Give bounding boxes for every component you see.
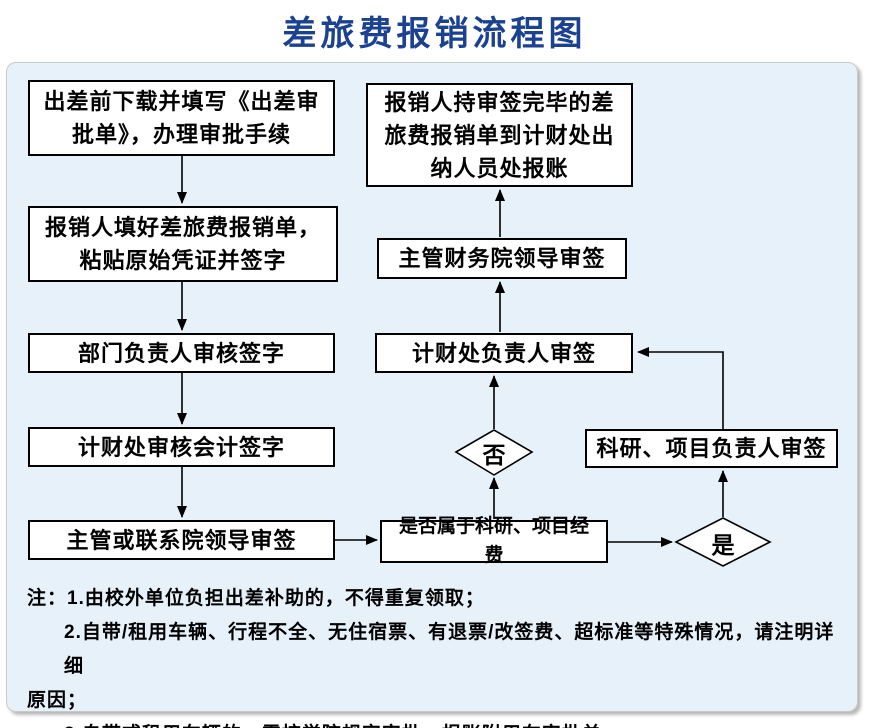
step-download-approval-form: 出差前下载并填写《出差审 批单》，办理审批手续: [28, 80, 335, 156]
note-line-3: 原因；: [27, 690, 88, 711]
page-title: 差旅费报销流程图: [282, 14, 587, 54]
decision-yes-label: 是: [711, 532, 735, 558]
arrow-projectleader-financehead: [637, 347, 724, 429]
step-dept-head-sign: 部门负责人审核签字: [28, 333, 335, 373]
note-line-1: 注：1.由校外单位负担出差补助的，不得重复领取；: [27, 588, 485, 609]
step-finance-head-sign: 计财处负责人审签: [375, 333, 633, 373]
step-is-project-fund: 是否属于科研、项目经费: [380, 516, 608, 566]
step-fill-reimbursement-form: 报销人填好差旅费报销单， 粘贴原始凭证并签字: [28, 206, 338, 282]
step-project-leader-sign: 科研、项目负责人审签: [585, 429, 838, 468]
notes-block: 注：1.由校外单位负担出差补助的，不得重复领取； 2.自带/租用车辆、行程不全、…: [27, 582, 845, 728]
decision-no-label: 否: [482, 442, 506, 468]
decision-no-diamond: [454, 429, 534, 476]
note-line-2: 2.自带/租用车辆、行程不全、无住宿票、有退票/改签费、超标准等特殊情况，请注明…: [64, 622, 835, 677]
step-finance-leader-sign: 主管财务院领导审签: [377, 238, 627, 279]
step-finance-accountant-sign: 计财处审核会计签字: [28, 427, 335, 467]
step-supervisor-leader-sign: 主管或联系院领导审签: [28, 520, 335, 560]
note-line-4: 3.自带或租用车辆的，需按学院规定审批，报账附用车审批单。: [27, 718, 845, 728]
step-cashier-reimburse: 报销人持审签完毕的差 旅费报销单到计财处出 纳人员处报账: [366, 83, 633, 187]
decision-yes-diamond: [674, 517, 772, 567]
